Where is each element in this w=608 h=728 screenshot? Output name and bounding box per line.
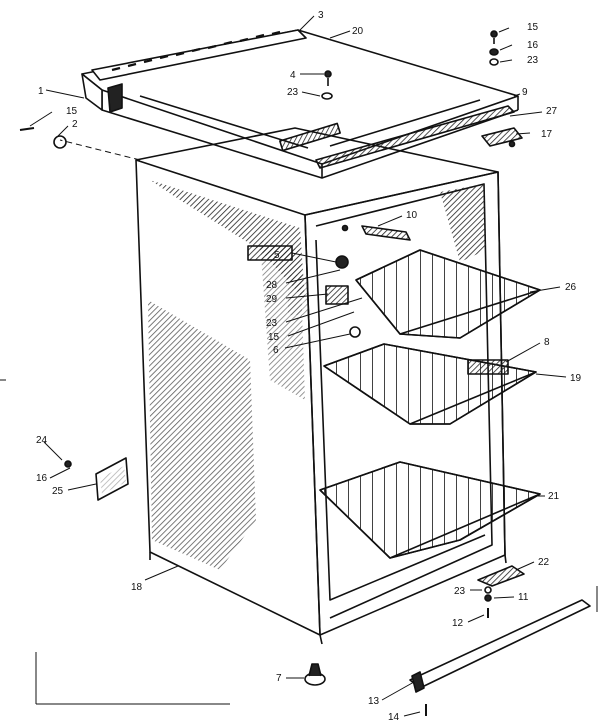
- callout-15: 15: [268, 332, 280, 343]
- callout-5: 5: [274, 250, 280, 261]
- base-trim: [409, 599, 591, 693]
- callout-23: 23: [287, 87, 299, 98]
- fasteners: [19, 30, 499, 716]
- hinge-bracket-22: [477, 565, 525, 587]
- callout-2: 2: [72, 119, 78, 130]
- callout-16: 16: [527, 40, 539, 51]
- hinge-bracket-17: [481, 127, 523, 148]
- callout-14: 14: [388, 712, 400, 723]
- callout-19: 19: [570, 373, 582, 384]
- callout-3: 3: [318, 10, 324, 21]
- callout-23: 23: [266, 318, 278, 329]
- light-assembly: [247, 245, 361, 338]
- callout-28: 28: [266, 280, 278, 291]
- cover-plate-25: [95, 457, 129, 501]
- upper-shelf: [355, 249, 541, 339]
- callout-13: 13: [368, 696, 380, 707]
- callout-15: 15: [527, 22, 539, 33]
- callout-1: 1: [38, 86, 44, 97]
- callout-4: 4: [290, 70, 296, 81]
- cabinet-body: [135, 127, 507, 645]
- leader-lines: [29, 15, 567, 717]
- callout-8: 8: [544, 337, 550, 348]
- callout-23: 23: [454, 586, 466, 597]
- middle-shelf: [323, 343, 537, 425]
- callout-10: 10: [406, 210, 418, 221]
- callout-16: 16: [36, 473, 48, 484]
- callout-11: 11: [518, 592, 529, 603]
- callout-26: 26: [565, 282, 577, 293]
- callout-6: 6: [273, 345, 279, 356]
- callout-18: 18: [131, 582, 143, 593]
- callout-22: 22: [538, 557, 550, 568]
- callout-25: 25: [52, 486, 64, 497]
- callout-12: 12: [452, 618, 464, 629]
- top-panel: [81, 29, 519, 179]
- lower-shelf: [319, 461, 541, 559]
- callout-29: 29: [266, 294, 278, 305]
- callout-9: 9: [522, 87, 528, 98]
- callout-17: 17: [541, 129, 553, 140]
- callout-24: 24: [36, 435, 48, 446]
- callout-7: 7: [276, 673, 282, 684]
- callout-20: 20: [352, 26, 364, 37]
- callout-27: 27: [546, 106, 558, 117]
- callout-21: 21: [548, 491, 560, 502]
- callout-23: 23: [527, 55, 539, 66]
- callout-labels: 3 20 15 16 23 4 23 1 15 2 9 27 17 10 5 2…: [36, 10, 582, 723]
- shelf-rail: [361, 225, 411, 241]
- leveling-foot: [304, 663, 326, 686]
- callout-15: 15: [66, 106, 78, 117]
